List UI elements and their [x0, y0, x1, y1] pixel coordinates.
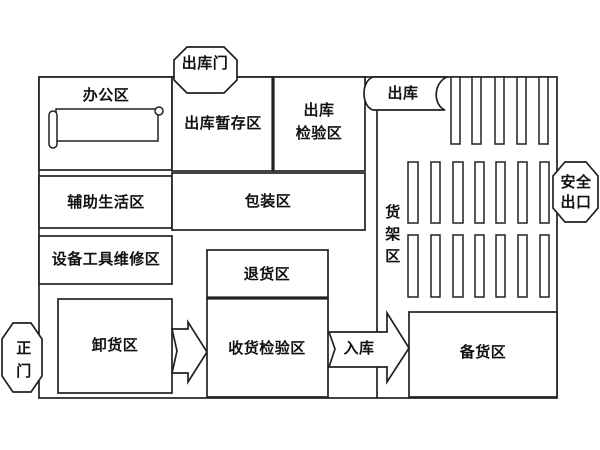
- zone-equipment-repair: 设备工具维修区: [38, 235, 173, 285]
- zone-outbound-inspection: 出库 检验区: [271, 76, 366, 172]
- stock-preparation-box: [408, 311, 558, 398]
- stock-preparation-label: 备货区: [459, 343, 507, 361]
- receiving-inspection-label: 收货检验区: [228, 339, 306, 357]
- rack-bar: [495, 234, 506, 298]
- inbound-arrow-shape: [327, 310, 411, 385]
- rack-bar: [407, 161, 419, 224]
- equipment-repair-label: 设备工具维修区: [52, 250, 161, 268]
- outbound-flow-label: 出库: [387, 84, 418, 102]
- scroll-band: [55, 108, 159, 142]
- equipment-repair-box: [38, 235, 173, 285]
- auxiliary-living-label: 辅助生活区: [67, 193, 145, 211]
- zone-receiving-inspection: 收货检验区: [206, 296, 329, 398]
- outbound-inspection-box: [272, 76, 366, 172]
- outbound-door-octagon: [173, 46, 238, 94]
- rack-area: 货 架 区: [384, 76, 550, 298]
- unloading-label: 卸货区: [92, 336, 139, 354]
- rack-bar: [539, 234, 550, 298]
- zone-packing: 包装区: [171, 172, 366, 231]
- rack-bar: [474, 161, 485, 224]
- outbound-door-label: 出库门: [182, 54, 229, 72]
- rack-bar: [452, 161, 464, 224]
- returns-label: 退货区: [244, 265, 291, 283]
- office-scroll-icon: [48, 106, 164, 149]
- zone-auxiliary-living: 辅助生活区: [38, 175, 173, 229]
- outbound-inspection-label-line2: 检验区: [296, 124, 343, 142]
- zone-returns: 退货区: [206, 249, 329, 299]
- zone-unloading: 卸货区: [57, 298, 173, 394]
- outbound-banner-shape: [363, 76, 448, 111]
- zone-stock-preparation: 备货区: [408, 311, 558, 398]
- office-label: 办公区: [83, 86, 130, 104]
- rack-bar: [495, 161, 506, 224]
- right-arrow-shape: [170, 319, 209, 385]
- main-gate-char-2: 门: [16, 362, 32, 380]
- rack-bar: [407, 234, 419, 298]
- door-safety-exit: 安全 出口: [552, 161, 599, 223]
- safety-exit-octagon: [552, 161, 599, 223]
- packing-box: [171, 172, 366, 231]
- safety-exit-line-1: 安全: [560, 173, 592, 191]
- flow-arrow-unloading-to-receiving: [170, 319, 209, 385]
- zone-office: 办公区: [38, 76, 173, 171]
- outbound-flow-banner: 出库: [363, 76, 448, 111]
- unloading-box: [57, 298, 173, 394]
- rack-bar: [517, 234, 528, 298]
- rack-bar: [452, 234, 464, 298]
- rack-label-char-1: 货: [385, 203, 401, 221]
- main-gate-octagon: [1, 322, 43, 393]
- receiving-inspection-box: [206, 297, 329, 398]
- returns-box: [206, 249, 329, 299]
- inbound-flow-label: 入库: [343, 339, 374, 357]
- rack-bar: [474, 234, 485, 298]
- packing-label: 包装区: [245, 192, 292, 210]
- rack-bar: [471, 76, 482, 145]
- outbound-staging-label: 出库暂存区: [184, 114, 262, 132]
- rack-bar: [430, 161, 441, 224]
- rack-bar: [517, 161, 528, 224]
- scroll-right-roll: [154, 106, 164, 116]
- scroll-left-roll: [48, 110, 58, 149]
- rack-label-char-3: 区: [385, 248, 401, 265]
- rack-bar: [430, 234, 441, 298]
- main-gate-char-1: 正: [16, 340, 32, 357]
- rack-bar: [494, 76, 505, 145]
- safety-exit-line-2: 出口: [560, 193, 591, 211]
- door-main-gate: 正 门: [1, 322, 43, 393]
- rack-bar: [450, 76, 461, 145]
- rack-area-label: 货 架 区: [384, 203, 401, 265]
- rack-bar: [538, 76, 549, 145]
- rack-bar: [516, 76, 527, 145]
- rack-label-char-2: 架: [384, 226, 401, 243]
- auxiliary-living-box: [38, 175, 173, 229]
- flow-arrow-inbound: 入库: [327, 310, 411, 385]
- rack-bar: [539, 161, 550, 224]
- door-outbound: 出库门: [173, 46, 238, 94]
- outbound-inspection-label-line1: 出库: [303, 101, 334, 119]
